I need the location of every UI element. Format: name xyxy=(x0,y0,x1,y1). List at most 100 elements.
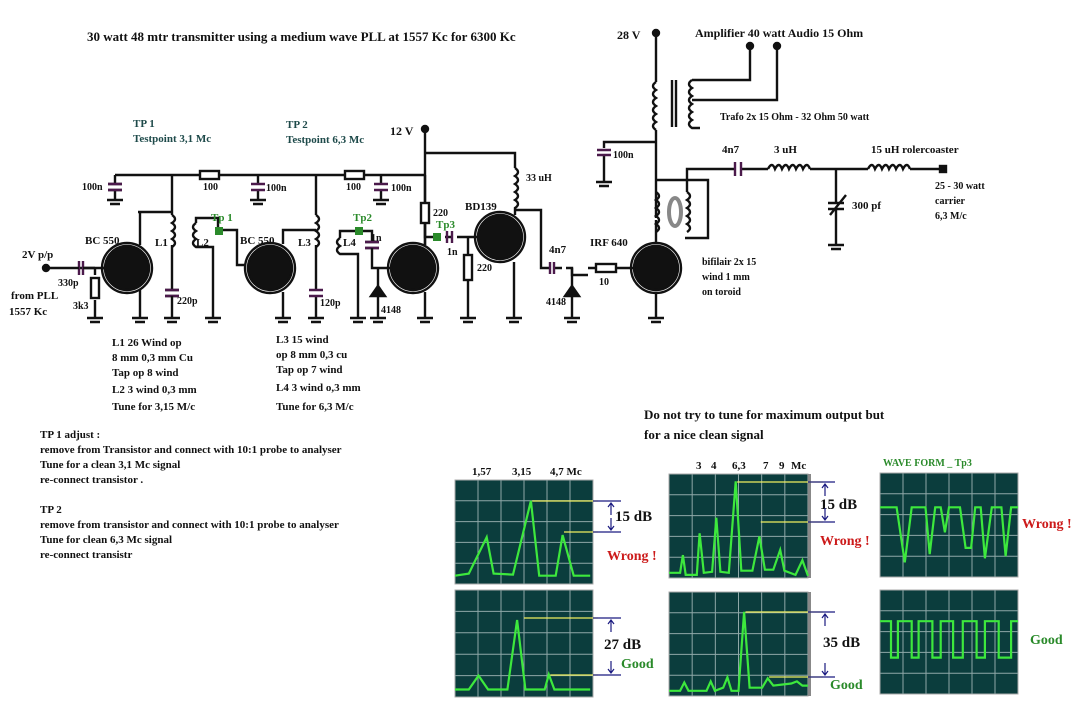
coil-note-left: Tune for 3,15 M/c xyxy=(112,401,196,413)
screen-edge xyxy=(808,474,811,578)
good-label: Good xyxy=(830,678,863,693)
cap-100n-4-label: 100n xyxy=(613,150,634,161)
tp2-marker-icon xyxy=(355,227,363,235)
good-label: Good xyxy=(621,657,654,672)
cap-4n7-out-label: 4n7 xyxy=(722,144,740,156)
q2-label: BC 550 xyxy=(240,235,275,247)
spectrum-tp2-wrong-trace xyxy=(669,481,810,577)
cap-220p-label: 220p xyxy=(177,296,198,307)
db-dimension-arrow-down xyxy=(821,508,829,521)
spectrum-tp1-wrong-trace xyxy=(454,500,591,577)
cap-1n-tp3-label: 1n xyxy=(447,247,458,258)
tp3-marker-icon xyxy=(433,233,441,241)
spectrum-tp1-good-trace xyxy=(455,619,591,691)
choke-label: 33 uH xyxy=(526,173,552,184)
supply-12v-label: 12 V xyxy=(390,124,414,138)
toroid-note-line: wind 1 mm xyxy=(702,272,750,283)
toroid-note-line: on toroid xyxy=(702,287,741,298)
instruction-line: re-connect transistor . xyxy=(40,474,144,486)
wrong-label: Wrong ! xyxy=(1022,517,1072,532)
tick-label: 9 xyxy=(779,460,785,472)
coil-note-left: 8 mm 0,3 mm Cu xyxy=(112,352,193,364)
db-dimension-arrow-up xyxy=(821,613,829,626)
tick-label: 3,15 xyxy=(512,466,532,478)
db-annotation: 15 dB xyxy=(615,509,653,525)
instruction-line: TP 2 xyxy=(40,504,62,516)
db-annotation: 15 dB xyxy=(820,497,858,513)
cap-120p-label: 120p xyxy=(320,298,341,309)
tp3-marker-label: Tp3 xyxy=(436,219,455,231)
input-source-line2: 1557 Kc xyxy=(9,306,48,318)
advice-line: for a nice clean signal xyxy=(644,427,764,442)
l2-label: L2 xyxy=(196,237,209,249)
tick-label: 1,57 xyxy=(472,466,492,478)
toroid-note-line: bifilair 2x 15 xyxy=(702,257,757,268)
res-220-a-label: 220 xyxy=(433,208,448,219)
l4-label: L4 xyxy=(343,237,356,249)
tp1-marker-icon xyxy=(215,227,223,235)
instruction-line: Tune for a clean 3,1 Mc signal xyxy=(40,459,181,471)
coil-note-left: L1 26 Wind op xyxy=(112,337,182,349)
instruction-line: Tune for clean 6,3 Mc signal xyxy=(40,534,173,546)
advice-line: Do not try to tune for maximum output bu… xyxy=(644,407,885,422)
l3-label: L3 xyxy=(298,237,311,249)
good-label: Good xyxy=(1030,633,1063,648)
page-title: 30 watt 48 mtr transmitter using a mediu… xyxy=(87,29,516,44)
input-level-label: 2V p/p xyxy=(22,249,54,261)
trafo-label: Trafo 2x 15 Ohm - 32 Ohm 50 watt xyxy=(720,112,870,123)
coil-note-right: Tap op 7 wind xyxy=(276,364,343,376)
q4-label: IRF 640 xyxy=(590,237,628,249)
tick-label: 3 xyxy=(696,460,702,472)
tp2-marker-label: Tp2 xyxy=(353,212,372,224)
db-dimension-arrow-up xyxy=(607,619,615,632)
instruction-line: remove from Transistor and connect with … xyxy=(40,444,342,456)
coil-note-right: op 8 mm 0,3 cu xyxy=(276,349,348,361)
inductor-15uh-label: 15 uH rolercoaster xyxy=(871,144,959,156)
cap-100n-2-label: 100n xyxy=(266,183,287,194)
diode-2-label: 4148 xyxy=(546,297,566,308)
res-220-b-label: 220 xyxy=(477,263,492,274)
tick-label: 7 xyxy=(763,460,769,472)
cap-100n-1-label: 100n xyxy=(82,182,103,193)
output-carrier-label: carrier xyxy=(935,196,965,207)
supply-28v-label: 28 V xyxy=(617,28,641,42)
res-100-1-label: 100 xyxy=(203,182,218,193)
res-3k3-label: 3k3 xyxy=(73,301,89,312)
inductor-3uh-label: 3 uH xyxy=(774,144,797,156)
tick-label: 4,7 Mc xyxy=(550,466,582,478)
tp1-title: TP 1 xyxy=(133,118,155,130)
amplifier-label: Amplifier 40 watt Audio 15 Ohm xyxy=(695,26,864,40)
db-dimension-arrow-down xyxy=(821,663,829,676)
db-dimension-arrow-up xyxy=(607,502,615,515)
tick-label: 6,3 xyxy=(732,460,746,472)
tp2-desc: Testpoint 6,3 Mc xyxy=(286,134,365,146)
db-dimension-arrow-up xyxy=(821,483,829,496)
instruction-line: remove from transistor and connect with … xyxy=(40,519,339,531)
res-10-label: 10 xyxy=(599,277,609,288)
varcap-300pf-label: 300 pf xyxy=(852,200,882,212)
diode-1-label: 4148 xyxy=(381,305,401,316)
output-freq-label: 6,3 M/c xyxy=(935,211,967,222)
screen-edge xyxy=(808,592,811,696)
q3-label: BD139 xyxy=(465,201,497,213)
waveform-tp3-good-trace xyxy=(880,620,1018,659)
waveform-title: WAVE FORM _ Tp3 xyxy=(883,458,972,469)
cap-330p-label: 330p xyxy=(58,278,79,289)
wrong-label: Wrong ! xyxy=(607,549,657,564)
coil-note-left: L2 3 wind 0,3 mm xyxy=(112,384,197,396)
tp1-desc: Testpoint 3,1 Mc xyxy=(133,133,212,145)
q1-label: BC 550 xyxy=(85,235,120,247)
db-dimension-arrow-down xyxy=(607,518,615,531)
coil-note-right: Tune for 6,3 M/c xyxy=(276,401,354,413)
spectrum-tp2-good-trace xyxy=(669,611,808,693)
db-annotation: 27 dB xyxy=(604,637,642,653)
tick-label: 4 xyxy=(711,460,717,472)
tick-label: Mc xyxy=(791,460,807,472)
cap-4n7-gate-label: 4n7 xyxy=(549,244,567,256)
res-100-2-label: 100 xyxy=(346,182,361,193)
output-power-label: 25 - 30 watt xyxy=(935,181,985,192)
